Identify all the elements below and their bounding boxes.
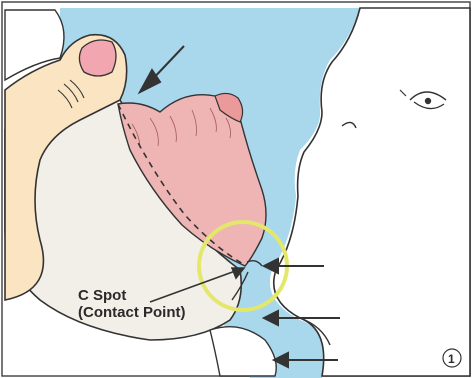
contact-point-label: (Contact Point) — [78, 304, 185, 321]
thumb-nail — [79, 40, 116, 76]
figure-number: 1 — [448, 352, 455, 366]
c-spot-label: C Spot — [78, 287, 126, 304]
